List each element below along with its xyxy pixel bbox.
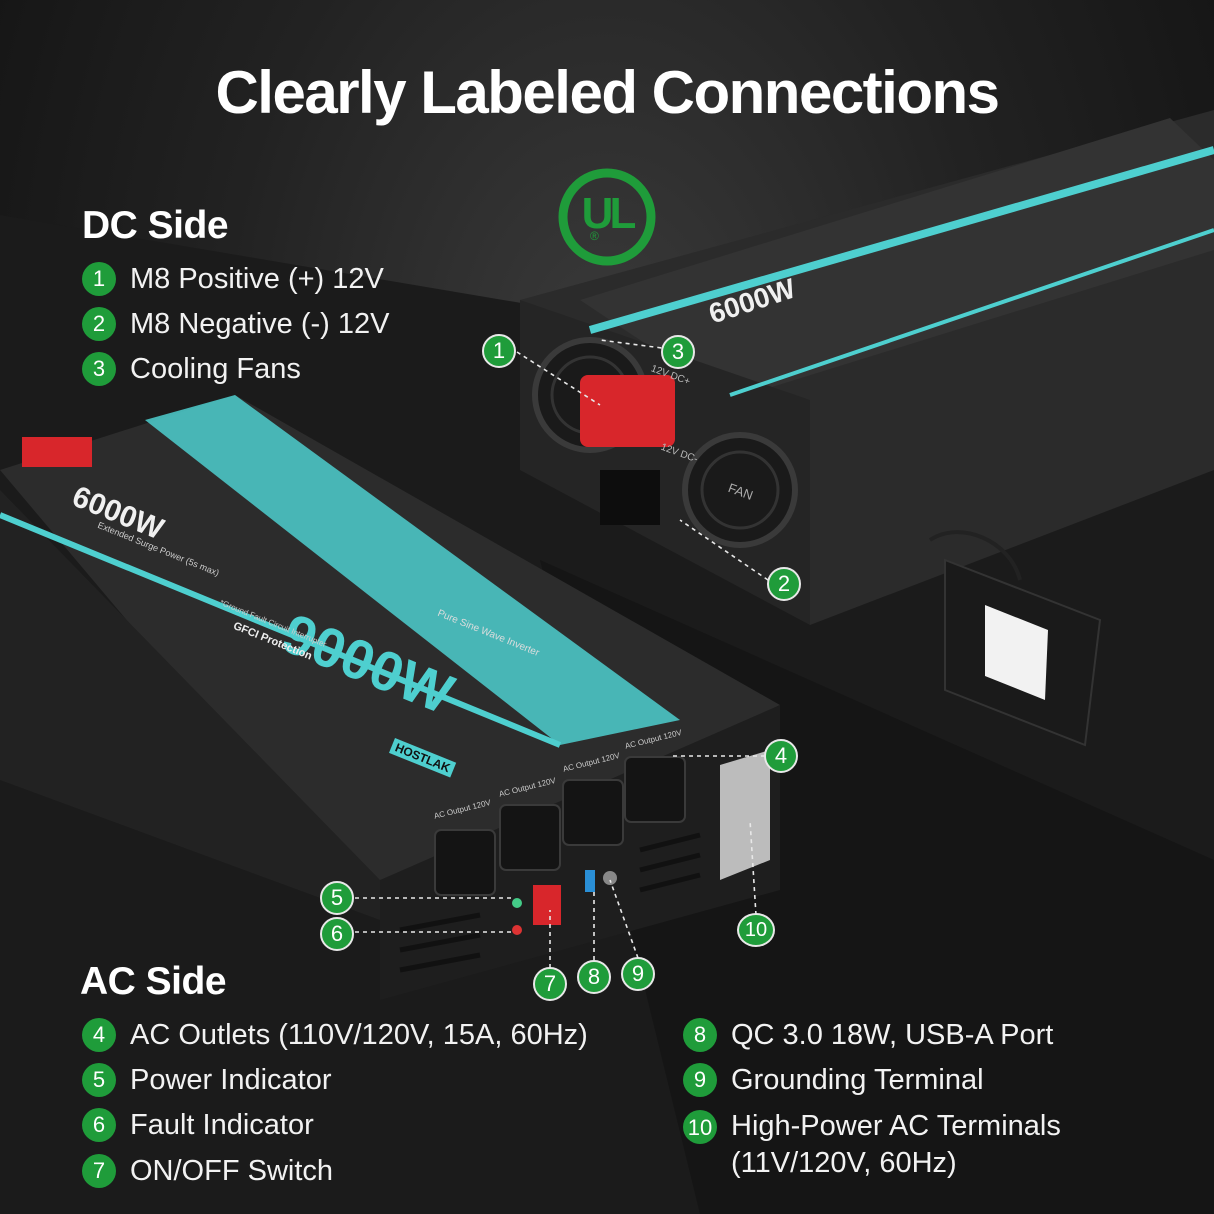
callout-4: 4 [764,739,798,773]
number-badge: 3 [82,352,116,386]
ac-item-label: Grounding Terminal [731,1063,984,1096]
ac-outlet-2 [499,804,561,871]
ac-item-4: 4 AC Outlets (110V/120V, 15A, 60Hz) [82,1018,588,1052]
dc-item-label: M8 Negative (-) 12V [130,307,390,340]
ac-item-10: 10 High-Power AC Terminals (11V/120V, 60… [683,1108,1063,1182]
ac-item-7: 7 ON/OFF Switch [82,1154,333,1188]
remote-screen [985,605,1048,700]
ul-registered-mark: ® [590,229,599,243]
ac-side-heading: AC Side [80,960,227,1003]
ac-outlet-4 [624,756,686,823]
number-badge: 8 [683,1018,717,1052]
number-badge: 4 [82,1018,116,1052]
on-off-switch [533,885,561,925]
ac-item-label: AC Outlets (110V/120V, 15A, 60Hz) [130,1018,588,1051]
number-badge: 9 [683,1063,717,1097]
page-title: Clearly Labeled Connections [215,59,1000,126]
dc-item-label: Cooling Fans [130,352,301,385]
power-led [512,898,522,908]
ac-item-label: Power Indicator [130,1063,332,1096]
callout-leaders [355,339,769,968]
ac-terminal-block [720,750,770,880]
ul-logo-text: UL [581,189,637,238]
ac-item-label: Fault Indicator [130,1108,314,1141]
callout-7: 7 [533,967,567,1001]
ac-outlet-3 [562,779,624,846]
fault-led [512,925,522,935]
ac-outlet-1 [434,829,496,896]
dc-item-1: 1 M8 Positive (+) 12V [82,262,384,296]
callout-9: 9 [621,957,655,991]
usb-port [585,870,595,892]
positive-terminal-cap [580,375,675,447]
callout-3: 3 [661,335,695,369]
callout-8: 8 [577,960,611,994]
ac-item-9: 9 Grounding Terminal [683,1063,984,1097]
number-badge: 7 [82,1154,116,1188]
ul-logo: UL ® [557,167,657,267]
number-badge: 5 [82,1063,116,1097]
dc-terminal-cap [22,437,92,467]
callout-6: 6 [320,917,354,951]
lower-inverter [0,395,780,1000]
dc-item-label: M8 Positive (+) 12V [130,262,384,295]
callout-10: 10 [737,913,775,947]
number-badge: 2 [82,307,116,341]
number-badge: 1 [82,262,116,296]
ac-item-label: High-Power AC Terminals (11V/120V, 60Hz) [731,1110,1061,1179]
negative-terminal-cap [600,470,660,525]
dc-item-2: 2 M8 Negative (-) 12V [82,307,390,341]
ac-item-6: 6 Fault Indicator [82,1108,314,1142]
ac-item-8: 8 QC 3.0 18W, USB-A Port [683,1018,1053,1052]
number-badge: 10 [683,1110,717,1144]
ac-item-5: 5 Power Indicator [82,1063,332,1097]
grounding-screw [603,871,617,885]
ac-item-label: QC 3.0 18W, USB-A Port [731,1018,1054,1051]
dc-side-heading: DC Side [82,204,229,247]
callout-2: 2 [767,567,801,601]
callout-5: 5 [320,881,354,915]
upper-inverter [520,110,1214,747]
ac-item-label: ON/OFF Switch [130,1154,334,1187]
number-badge: 6 [82,1108,116,1142]
callout-1: 1 [482,334,516,368]
dc-item-3: 3 Cooling Fans [82,352,301,386]
